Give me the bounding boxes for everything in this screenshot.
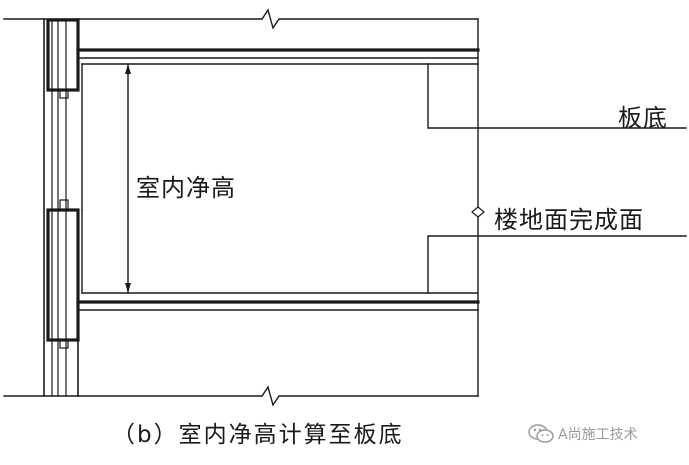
slab-bottom-leader bbox=[427, 63, 687, 129]
watermark-text: A尚施工技术 bbox=[558, 427, 638, 443]
top-break-line bbox=[3, 8, 479, 30]
clear-height-label: 室内净高 bbox=[136, 174, 236, 202]
watermark: A尚施工技术 bbox=[528, 424, 638, 444]
lower-slab bbox=[76, 209, 480, 397]
clear-height-dimension bbox=[125, 63, 131, 294]
figure-caption: （b）室内净高计算至板底 bbox=[112, 422, 404, 448]
right-wall bbox=[471, 18, 485, 397]
lower-window-frame bbox=[46, 199, 80, 349]
floor-finish-leader bbox=[427, 235, 687, 294]
bottom-break-line bbox=[3, 385, 479, 407]
wechat-icon bbox=[528, 424, 554, 443]
exterior-wall bbox=[43, 18, 67, 397]
slab-bottom-label: 板底 bbox=[618, 104, 668, 132]
upper-slab bbox=[76, 18, 480, 211]
upper-window-frame bbox=[46, 18, 80, 99]
floor-finish-label: 楼地面完成面 bbox=[494, 206, 644, 234]
